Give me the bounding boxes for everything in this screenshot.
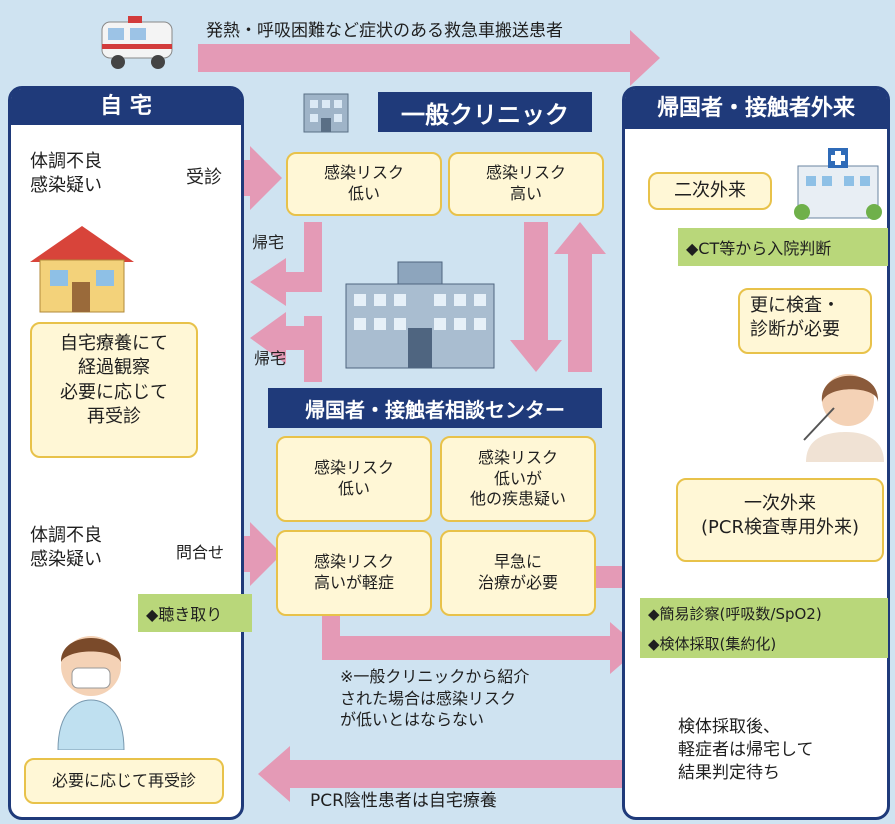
ambulance-icon (100, 16, 178, 72)
sampling-label: ◆検体採取(集約化) (640, 628, 888, 658)
clinic-building-icon (300, 86, 352, 134)
center-building-icon (342, 258, 498, 370)
mild-arrow (322, 604, 640, 674)
home-symptom-2: 体調不良 感染疑い (30, 525, 102, 571)
patient-mask-icon (38, 610, 144, 750)
return-arrow-1 (250, 222, 322, 306)
clinic-title: 一般クリニック (378, 92, 592, 132)
revisit-box: 必要に応じて再受診 (24, 758, 224, 804)
top-arrow (198, 30, 660, 86)
center-box-other-disease: 感染リスク 低いが 他の疾患疑い (440, 436, 596, 522)
down-arrow (510, 222, 562, 372)
up-arrow (554, 222, 606, 372)
center-box-urgent: 早急に 治療が必要 (440, 530, 596, 616)
center-box-high-mild: 感染リスク 高いが軽症 (276, 530, 432, 616)
hospital-icon (792, 146, 884, 220)
center-note: ※一般クリニックから紹介 された場合は感染リスク が低いとはならない (340, 667, 530, 730)
center-box-low: 感染リスク 低い (276, 436, 432, 522)
clinic-risk-high: 感染リスク 高い (448, 152, 604, 216)
return-home-label-1: 帰宅 (252, 233, 285, 252)
house-icon (26, 222, 138, 314)
inquiry-label: 問合せ (176, 543, 225, 562)
secondary-outpatient: 二次外来 (648, 172, 772, 210)
home-symptom-1: 体調不良 感染疑い (30, 151, 102, 197)
simple-exam-label: ◆簡易診察(呼吸数/SpO2) (640, 598, 888, 628)
ct-label: ◆CT等から入院判断 (678, 228, 888, 266)
bottom-arrow (258, 746, 660, 802)
bottom-arrow-label: PCR陰性患者は自宅療養 (310, 791, 497, 811)
outpatient-title: 帰国者・接触者外来 (625, 89, 887, 129)
listen-label: ◆聴き取り (138, 594, 252, 632)
visit-label: 受診 (186, 167, 222, 188)
center-title: 帰国者・接触者相談センター (268, 388, 602, 428)
primary-outpatient-box: 一次外来 (PCR検査専用外来) (676, 478, 884, 562)
return-arrow-2 (250, 312, 322, 382)
clinic-risk-low: 感染リスク 低い (286, 152, 442, 216)
after-sampling-text: 検体採取後、 軽症者は帰宅して 結果判定待ち (678, 717, 814, 783)
top-arrow-label: 発熱・呼吸困難など症状のある救急車搬送患者 (206, 21, 563, 41)
home-title: 自 宅 (11, 89, 241, 125)
return-home-label-2: 帰宅 (254, 349, 287, 368)
doctor-swab-icon (798, 362, 886, 462)
more-exam-box: 更に検査・ 診断が必要 (738, 288, 872, 354)
home-care-box: 自宅療養にて 経過観察 必要に応じて 再受診 (30, 322, 198, 458)
